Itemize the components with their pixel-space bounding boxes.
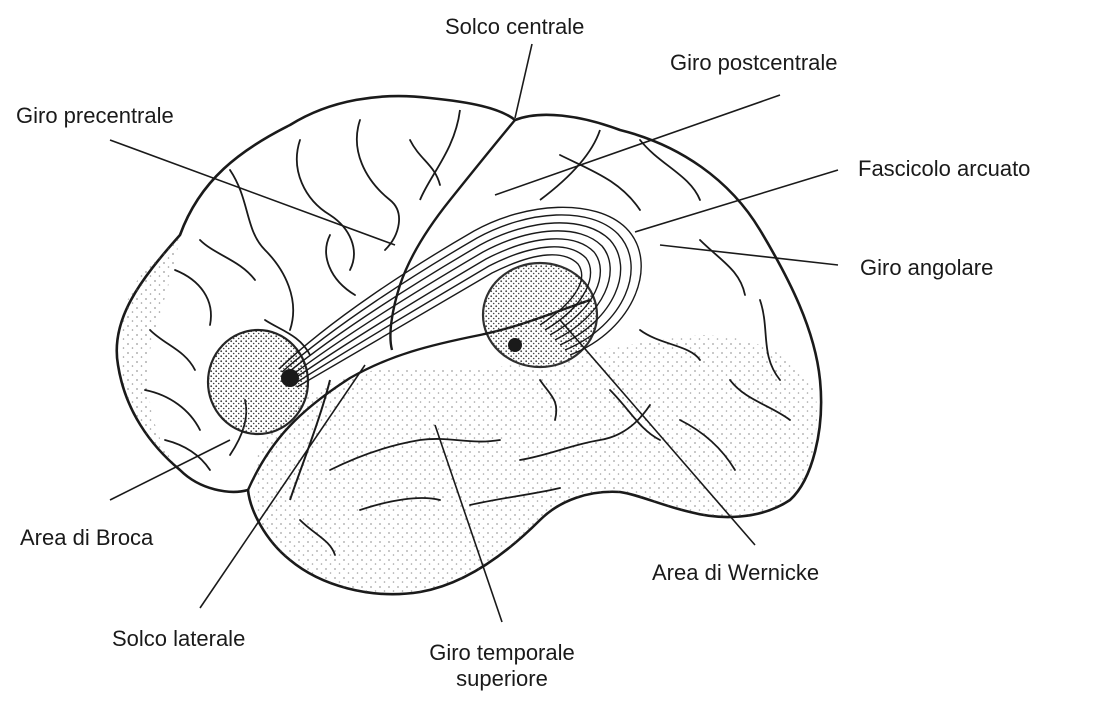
label-superior-temporal-gyrus-line1: Giro temporale: [392, 640, 612, 666]
label-postcentral-gyrus: Giro postcentrale: [670, 50, 838, 76]
label-superior-temporal-gyrus-line2: superiore: [392, 666, 612, 692]
label-broca-area: Area di Broca: [20, 525, 153, 551]
label-angular-gyrus: Giro angolare: [860, 255, 993, 281]
label-precentral-gyrus: Giro precentrale: [16, 103, 174, 129]
label-arcuate-fasciculus: Fascicolo arcuato: [858, 156, 1030, 182]
label-central-sulcus: Solco centrale: [445, 14, 584, 40]
leader-central-sulcus: [515, 44, 532, 118]
label-lateral-sulcus: Solco laterale: [112, 626, 245, 652]
label-wernicke-area: Area di Wernicke: [652, 560, 819, 586]
label-superior-temporal-gyrus: Giro temporale superiore: [392, 640, 612, 692]
